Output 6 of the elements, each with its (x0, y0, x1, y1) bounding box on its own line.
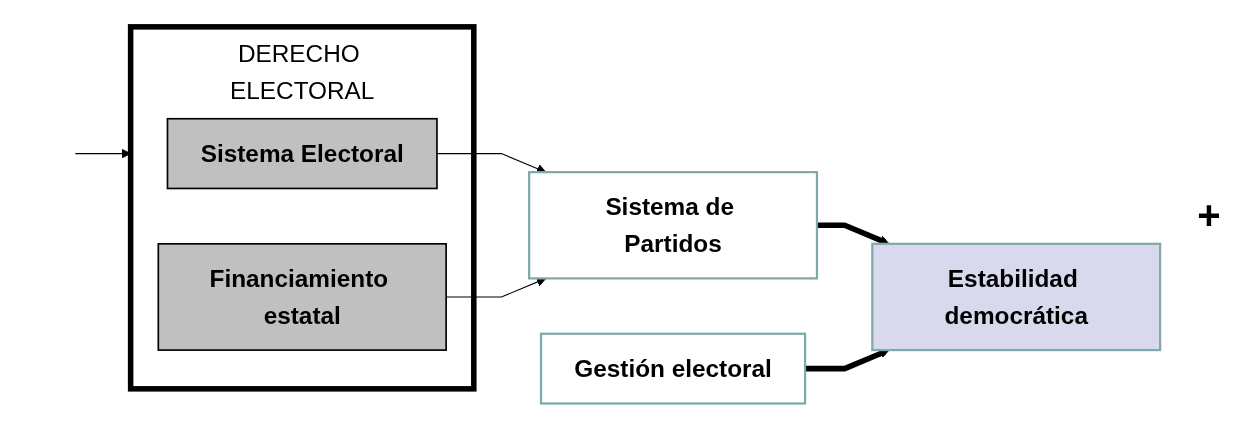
node-box: Estabilidad democrática (871, 243, 1162, 352)
plus-sign: + (1196, 193, 1222, 238)
node-box: Financiamiento estatal (157, 243, 447, 352)
node-box: Sistema de Partidos (528, 171, 819, 280)
node-box: Sistema Electoral (166, 118, 438, 190)
node-box: Gestión electoral (539, 332, 807, 405)
